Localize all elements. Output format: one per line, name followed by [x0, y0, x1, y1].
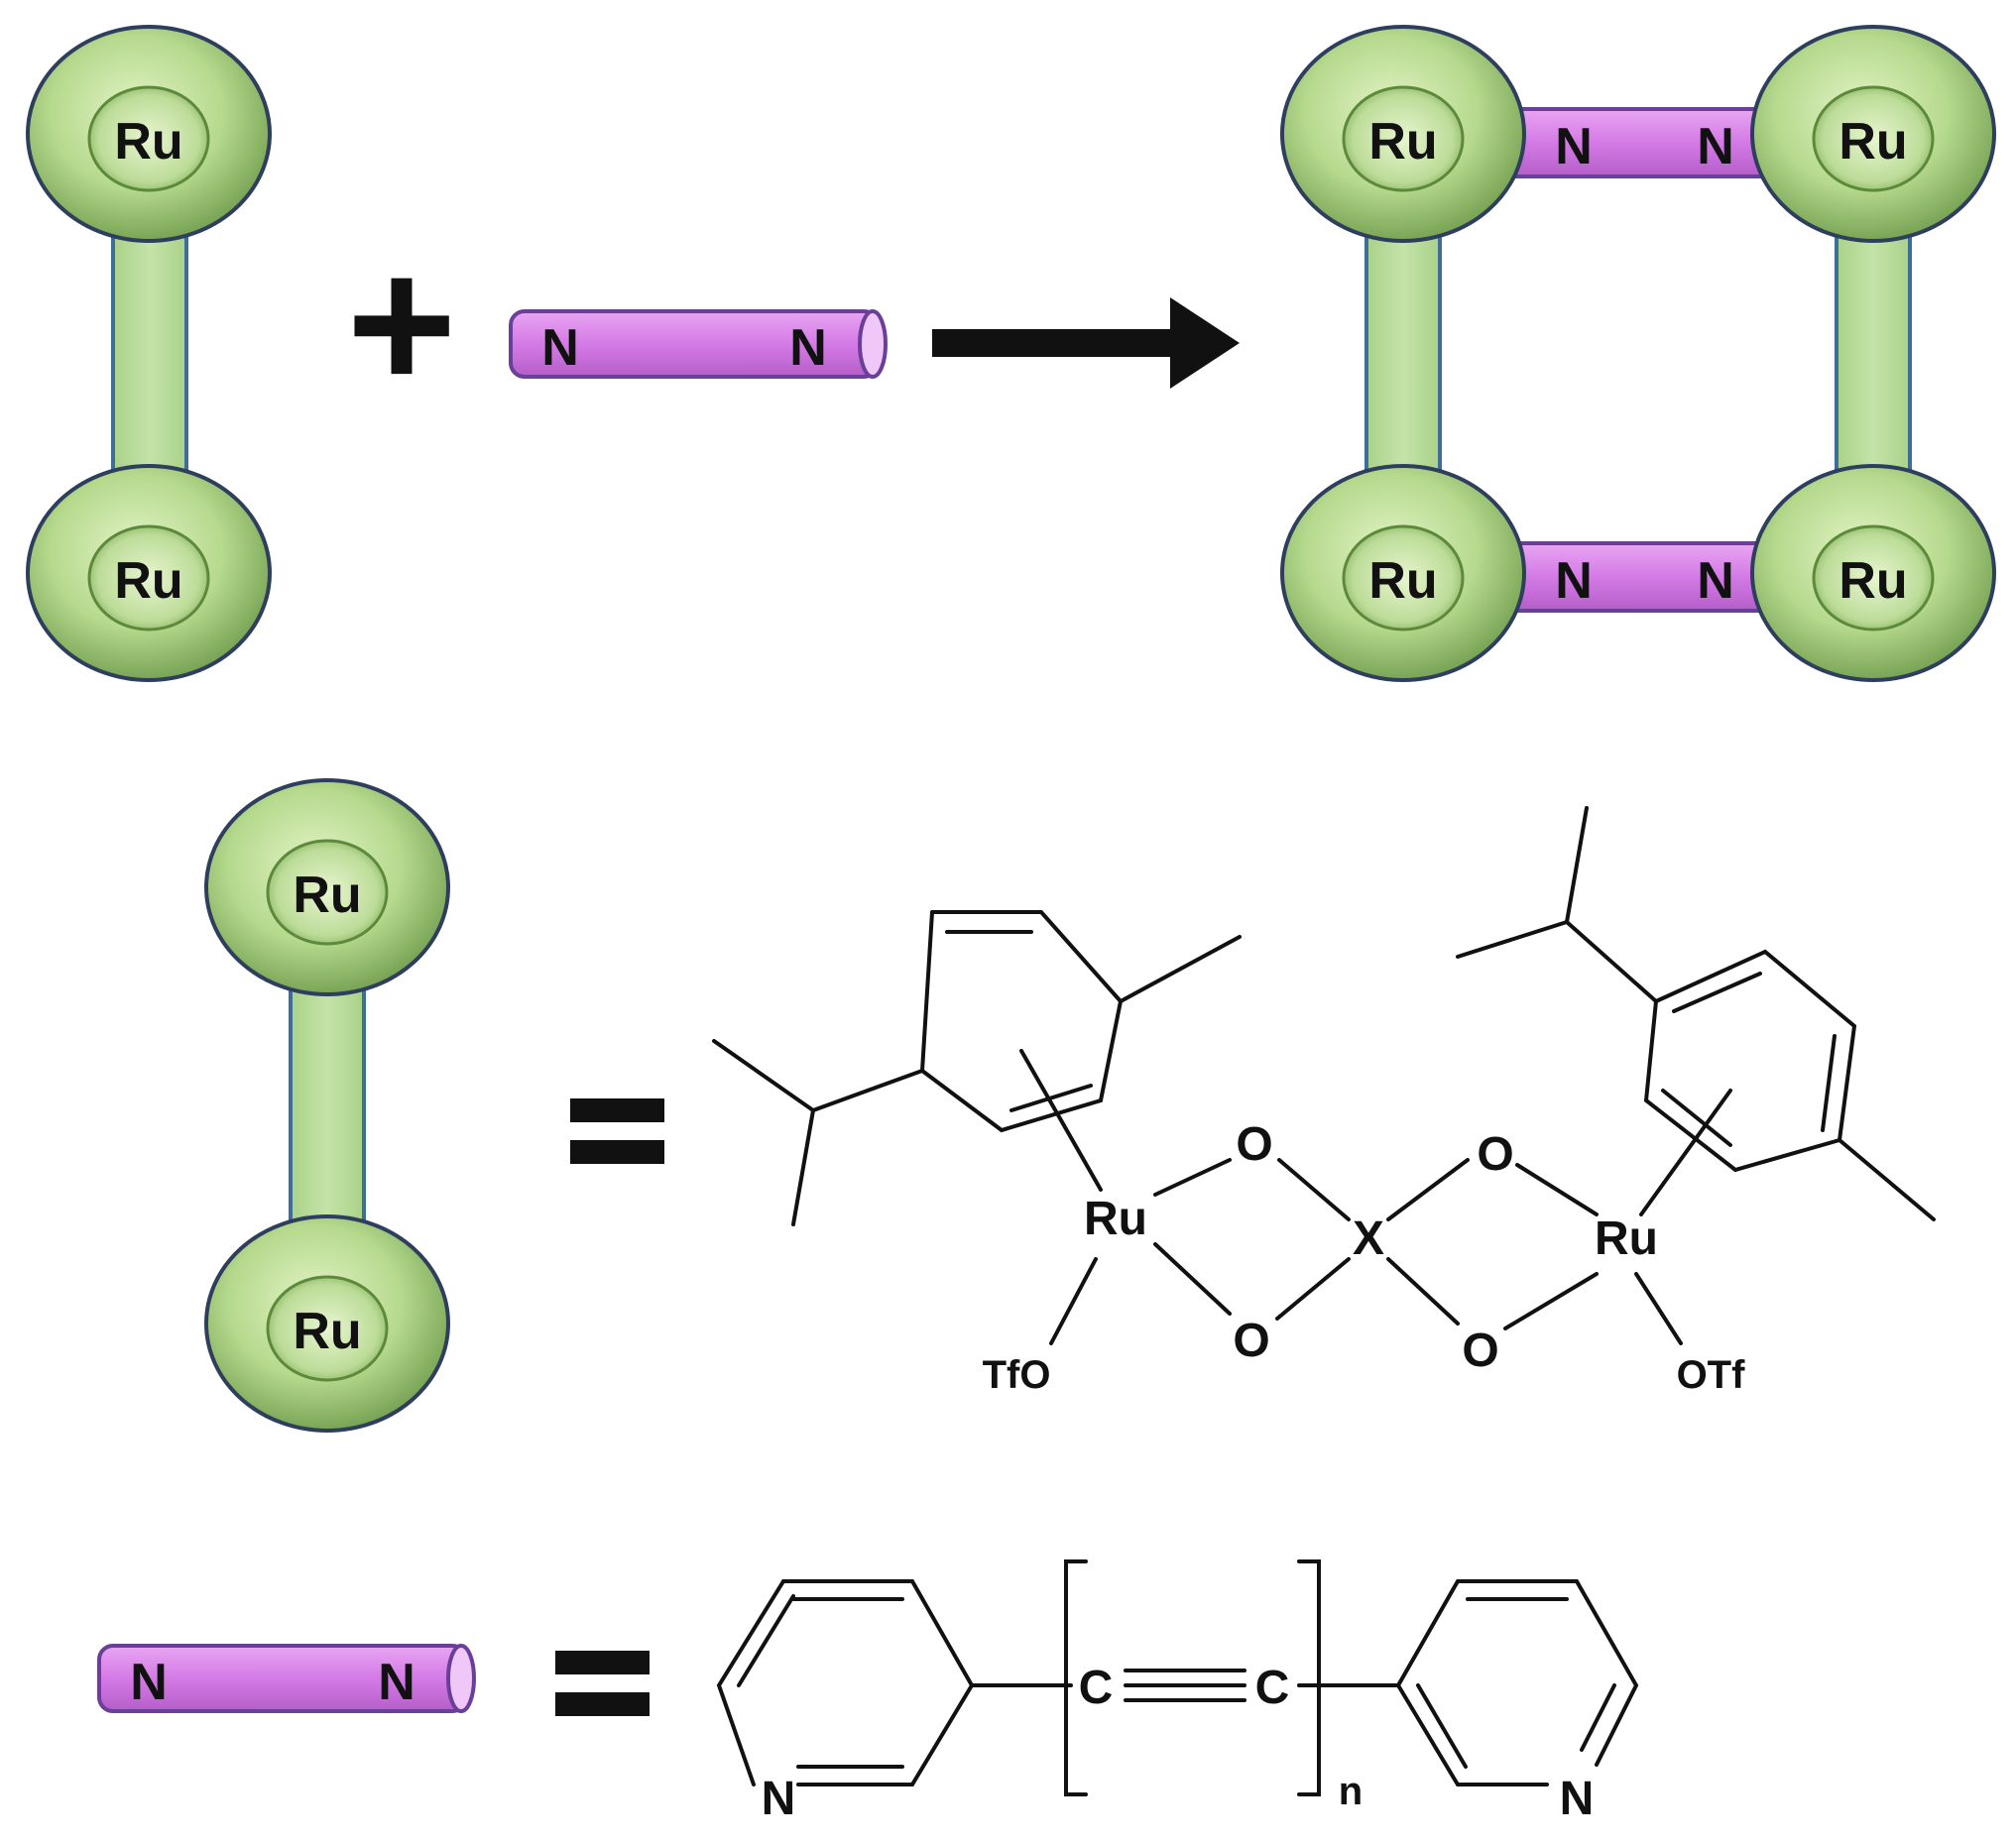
ru-node: Ru — [26, 464, 272, 682]
linker-n-label: N — [1555, 118, 1593, 175]
ru-node: Ru — [204, 1214, 450, 1433]
ru-atom-label: Ru — [1595, 1212, 1658, 1265]
linker-n-label: N — [789, 319, 827, 377]
square-metallacycle: Ru Ru Ru Ru N N N N — [1280, 25, 1996, 682]
ru-label: Ru — [1838, 113, 1907, 171]
ru-node: Ru — [26, 25, 272, 243]
oxygen-label: O — [1462, 1325, 1498, 1377]
oxygen-label: O — [1477, 1128, 1513, 1181]
ru-label: Ru — [1368, 552, 1437, 610]
ru-label: Ru — [293, 1303, 361, 1360]
carbon-label: C — [1079, 1662, 1114, 1714]
equals-sign — [555, 1651, 650, 1716]
ru-node: Ru — [1750, 464, 1996, 682]
bipyridyl-linker-legend: N N — [97, 1644, 476, 1713]
ru-atom-label: Ru — [1084, 1193, 1147, 1245]
oxygen-label: O — [1236, 1118, 1272, 1171]
bipyridyl-polyyne-structure: N C C n N — [716, 1559, 1639, 1825]
ru-node: Ru — [1750, 25, 1996, 243]
bridge-atom-label: X — [1353, 1212, 1384, 1265]
ru2-clip-structure: Ru O O X O O Ru TfO OTf — [712, 806, 1936, 1397]
carbon-label: C — [1255, 1662, 1290, 1714]
triflate-left-label: TfO — [983, 1353, 1051, 1397]
dinuclear-clip-legend: Ru Ru — [204, 778, 450, 1433]
linker-bar — [1485, 107, 1787, 178]
oxygen-label: O — [1233, 1315, 1269, 1367]
repeat-index-label: n — [1339, 1770, 1363, 1813]
clip-bar — [1835, 216, 1912, 498]
arrow-right-icon — [932, 297, 1240, 389]
ru-node: Ru — [1280, 25, 1526, 243]
ru-label: Ru — [1368, 113, 1437, 171]
ru-node: Ru — [1280, 464, 1526, 682]
ru-node: Ru — [204, 778, 450, 996]
ru-label: Ru — [114, 552, 182, 610]
dinuclear-clip-reactant: Ru Ru — [26, 25, 272, 682]
triflate-right-label: OTf — [1677, 1353, 1746, 1397]
linker-bar — [1485, 541, 1787, 613]
linker-n-label: N — [1555, 552, 1593, 610]
ru-label: Ru — [293, 866, 361, 924]
clip-bar — [111, 216, 188, 498]
linker-n-label: N — [378, 1654, 415, 1711]
pyridine-n-label: N — [1560, 1773, 1595, 1825]
pyridine-n-label: N — [762, 1773, 796, 1825]
linker-n-label: N — [130, 1654, 168, 1711]
plus-sign: + — [347, 219, 457, 429]
bipyridyl-linker-reactant: N N — [509, 309, 888, 379]
ru-label: Ru — [114, 113, 182, 171]
clip-bar — [289, 970, 366, 1251]
linker-n-label: N — [1697, 552, 1734, 610]
linker-n-label: N — [1697, 118, 1734, 175]
clip-bar — [1364, 216, 1442, 498]
linker-n-label: N — [541, 319, 579, 377]
equals-sign — [570, 1098, 664, 1164]
ru-label: Ru — [1838, 552, 1907, 610]
